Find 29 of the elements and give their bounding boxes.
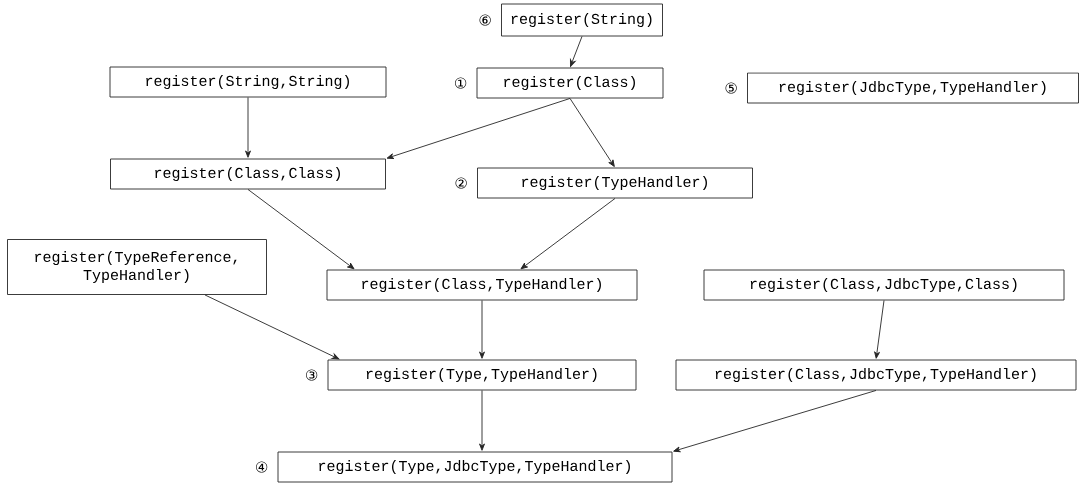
circled-number: ⑥ (479, 14, 491, 26)
method-box: register(Class) (476, 67, 664, 99)
method-box: register(String,String) (109, 66, 387, 98)
method-box: register(Class,TypeHandler) (326, 269, 638, 301)
method-box: register(Class,JdbcType,Class) (703, 269, 1065, 301)
arrow (386, 98, 571, 159)
method-box: register(Type,JdbcType,TypeHandler) (277, 451, 673, 483)
arrow (569, 98, 615, 167)
method-box: register(String) (501, 3, 663, 37)
arrow (673, 390, 877, 453)
method-box: register(TypeReference, TypeHandler) (7, 239, 267, 295)
circled-number: ④ (256, 461, 268, 473)
arrow (245, 97, 251, 158)
method-box: register(Type,TypeHandler) (327, 359, 637, 391)
circled-number: ② (455, 177, 467, 189)
circled-number: ① (455, 77, 467, 89)
arrow (204, 294, 340, 360)
arrow (874, 300, 885, 359)
circled-number: ⑤ (725, 82, 737, 94)
arrow (479, 390, 485, 451)
arrow (520, 198, 616, 270)
arrow (247, 189, 355, 270)
arrow (479, 300, 485, 359)
arrow (569, 36, 583, 67)
circled-number: ③ (306, 369, 318, 381)
method-box: register(Class,JdbcType,TypeHandler) (675, 359, 1077, 391)
method-box: register(TypeHandler) (477, 167, 753, 199)
method-box: register(JdbcType,TypeHandler) (747, 72, 1079, 104)
method-box: register(Class,Class) (110, 158, 386, 190)
